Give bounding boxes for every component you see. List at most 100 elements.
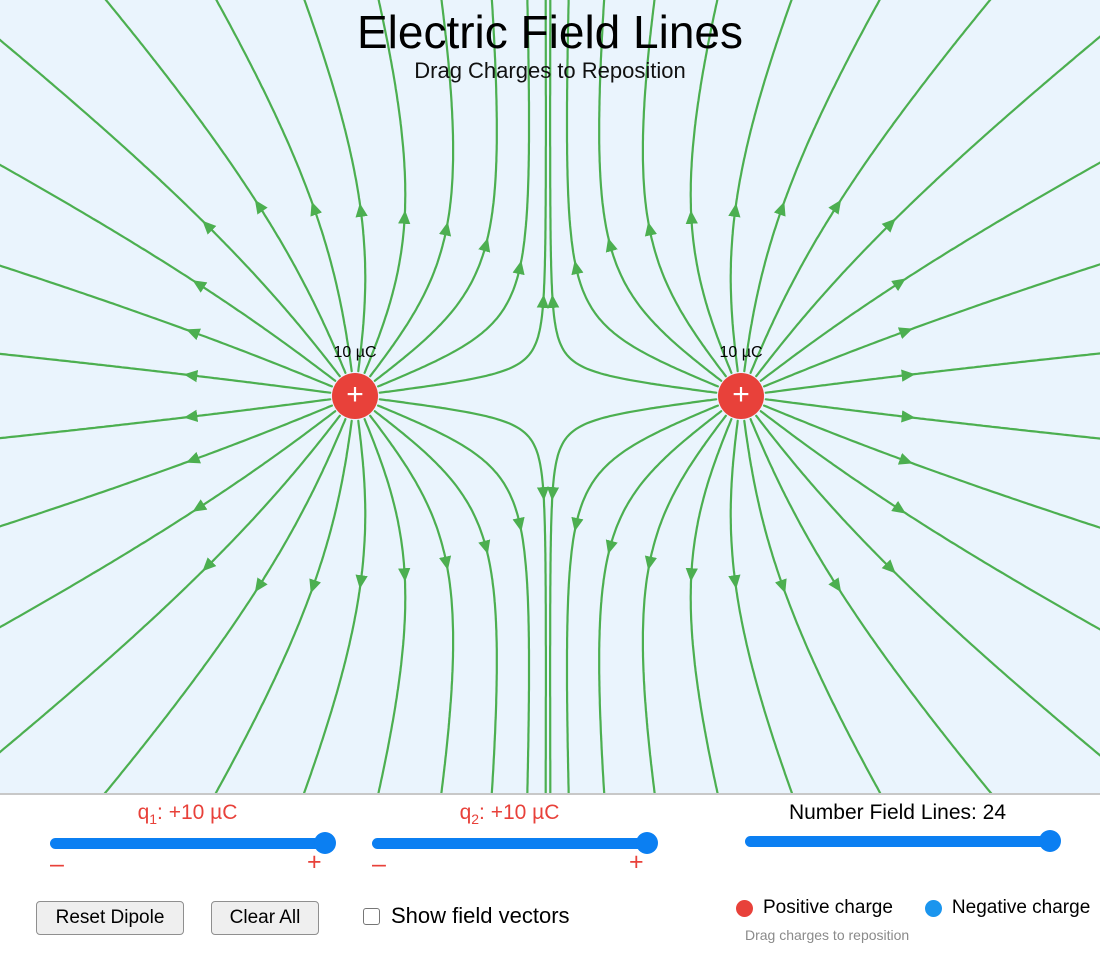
controls-panel: q1: +10 µC–+q2: +10 µC–+ Number Field Li…	[0, 797, 1100, 960]
show-field-vectors-checkbox[interactable]	[363, 907, 380, 925]
field-line	[0, 163, 337, 382]
q1-slider-minus-label: –	[50, 850, 64, 879]
field-line	[363, 0, 407, 374]
positive-charge-icon	[736, 899, 753, 917]
charge-q2[interactable]: +	[718, 373, 764, 419]
q1-slider-thumb[interactable]	[314, 832, 336, 855]
field-line-arrow-icon	[512, 260, 525, 276]
field-line	[729, 419, 794, 793]
field-line	[0, 410, 337, 629]
negative-charge-icon	[924, 899, 942, 917]
charge-label-q2: 10 µC	[719, 344, 763, 361]
field-line-arrow-icon	[192, 499, 208, 512]
field-line-arrow-icon	[186, 451, 202, 464]
field-line-arrow-icon	[571, 260, 584, 276]
field-line-arrow-icon	[478, 237, 491, 253]
reset-dipole-button[interactable]: Reset Dipole	[36, 901, 184, 935]
field-lines-slider-track[interactable]	[745, 836, 1050, 847]
field-line	[214, 419, 353, 793]
field-line	[215, 0, 353, 373]
field-line-arrow-icon	[644, 221, 657, 237]
field-line	[763, 263, 1100, 388]
q2-slider-group: q2: +10 µC–+	[372, 801, 658, 878]
field-line	[764, 398, 1100, 440]
legend: Positive charge Negative charge	[736, 897, 1090, 919]
field-line-arrow-icon	[192, 280, 208, 293]
legend-item-positive: Positive charge	[736, 897, 893, 919]
field-line	[743, 419, 882, 793]
field-line	[689, 418, 733, 793]
q2-slider-label-value: : +10 µC	[479, 801, 560, 824]
field-line	[565, 0, 719, 388]
q2-slider-label: q2: +10 µC	[372, 801, 647, 827]
q1-slider-endpoints: –+	[50, 848, 325, 878]
q2-slider-track[interactable]	[372, 838, 647, 850]
field-line-arrow-icon	[186, 328, 202, 341]
field-line	[729, 0, 793, 373]
q2-slider-plus-label: +	[629, 848, 644, 877]
legend-item-negative: Negative charge	[924, 897, 1091, 919]
charge-q1[interactable]: +	[332, 373, 378, 419]
field-line	[549, 398, 718, 793]
field-line	[0, 398, 332, 440]
field-line	[598, 410, 723, 793]
field-line	[303, 0, 367, 373]
field-line	[763, 404, 1100, 529]
field-lines-slider[interactable]	[745, 830, 1061, 852]
field-line-arrow-icon	[881, 218, 896, 233]
q1-slider-track[interactable]	[50, 838, 325, 850]
field-line	[0, 414, 341, 754]
field-line	[565, 404, 719, 793]
field-canvas[interactable]: Electric Field Lines Drag Charges to Rep…	[0, 0, 1100, 795]
legend-label-negative: Negative charge	[951, 897, 1091, 918]
field-line-arrow-icon	[605, 539, 618, 555]
field-line	[749, 0, 992, 374]
field-line	[549, 0, 718, 394]
field-line-arrow-icon	[881, 559, 896, 574]
field-line	[378, 0, 547, 394]
field-line-arrow-icon	[310, 201, 323, 217]
field-line	[0, 404, 333, 528]
field-lines-slider-thumb[interactable]	[1039, 830, 1061, 852]
field-line-arrow-icon	[897, 327, 913, 339]
field-line	[103, 418, 347, 793]
charge-sign-icon: +	[346, 377, 364, 411]
charge-label-q1: 10 µC	[333, 344, 377, 361]
field-line	[743, 0, 881, 373]
field-line-arrow-icon	[828, 199, 842, 215]
field-lines-label: Number Field Lines: 24	[788, 801, 1007, 824]
field-line-arrow-icon	[773, 201, 786, 217]
q2-slider-endpoints: –+	[372, 848, 647, 878]
q2-slider-label-subscript: 2	[471, 811, 480, 828]
legend-label-positive: Positive charge	[763, 897, 893, 918]
field-line	[641, 0, 727, 378]
field-line	[373, 410, 498, 793]
q2-slider-thumb[interactable]	[636, 832, 658, 855]
field-line-arrow-icon	[644, 555, 657, 571]
q2-slider-minus-label: –	[372, 850, 386, 879]
clear-all-button[interactable]: Clear All	[211, 901, 319, 935]
q1-slider-plus-label: +	[307, 848, 322, 877]
q2-slider[interactable]	[372, 832, 658, 855]
field-line-arrow-icon	[439, 555, 452, 571]
field-line	[0, 264, 333, 388]
field-line-arrow-icon	[254, 199, 268, 215]
field-line	[759, 410, 1100, 631]
field-line	[755, 414, 1100, 757]
field-line-arrow-icon	[897, 453, 913, 465]
field-line-arrow-icon	[891, 500, 906, 514]
field-line	[378, 398, 547, 793]
field-line-arrow-icon	[478, 539, 491, 555]
field-line	[755, 35, 1100, 378]
field-line	[641, 414, 727, 793]
field-line	[598, 0, 723, 382]
show-field-vectors-control[interactable]: Show field vectors	[363, 903, 570, 929]
field-line	[363, 418, 407, 793]
field-line	[104, 0, 347, 374]
field-lines-svg	[0, 0, 1100, 793]
q1-slider[interactable]	[50, 832, 336, 855]
field-line-arrow-icon	[439, 221, 452, 237]
field-line-arrow-icon	[774, 578, 787, 594]
field-line	[369, 0, 455, 378]
